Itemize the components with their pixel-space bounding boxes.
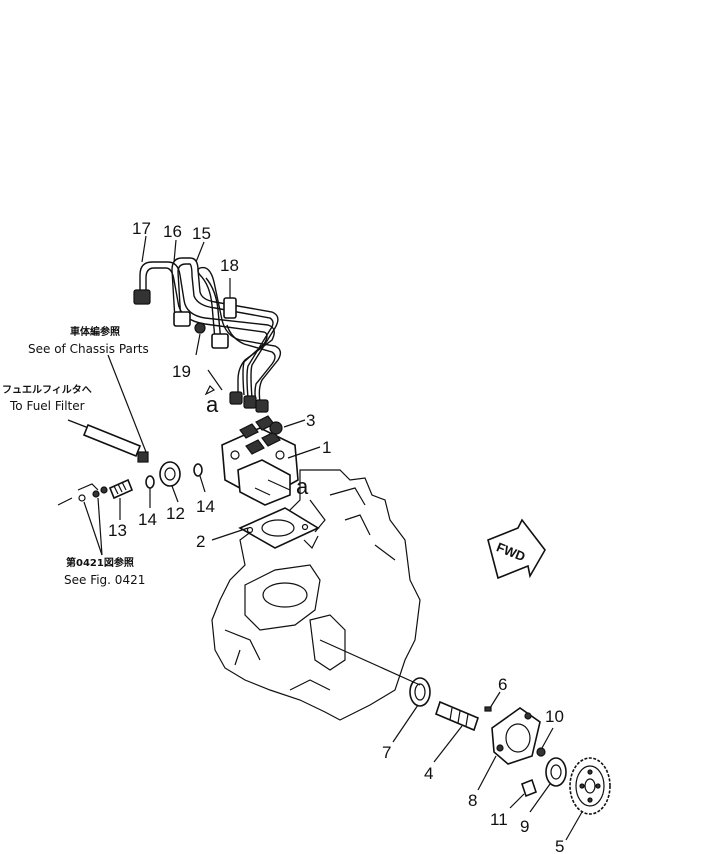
note-fuel-en: To Fuel Filter <box>9 399 85 413</box>
bolt-part-13 <box>108 478 134 500</box>
clamp-part-18 <box>223 297 237 319</box>
callout-19: 19 <box>172 362 191 381</box>
ref-a-bottom: a <box>296 474 309 499</box>
injection-pump-part-1 <box>221 415 299 506</box>
shaft-part-4 <box>435 700 479 732</box>
reference-notes: 車体編参照 See of Chassis Parts フュエルフィルタへ To … <box>2 325 149 587</box>
ref-a-top: a <box>206 392 219 417</box>
callout-14-left: 14 <box>138 510 157 529</box>
callout-12: 12 <box>166 504 185 523</box>
callout-5: 5 <box>555 837 564 854</box>
note-fuel-jp: フュエルフィルタへ <box>2 384 92 396</box>
bolt-part-10 <box>536 747 546 757</box>
bearing-holder-part-8 <box>491 707 541 765</box>
callout-numbers: 17 16 15 18 19 a 3 1 a 2 14 12 14 13 6 1… <box>108 219 564 854</box>
callout-11: 11 <box>490 810 508 829</box>
callout-18: 18 <box>220 256 239 275</box>
washer-part-14-left <box>145 475 155 489</box>
gear-part-5 <box>569 757 611 815</box>
callout-13: 13 <box>108 521 127 540</box>
callout-3: 3 <box>306 411 315 430</box>
callout-1: 1 <box>322 438 331 457</box>
fuel-injection-pipes <box>133 257 282 413</box>
note-fig-en: See Fig. 0421 <box>64 573 145 587</box>
note-fig-jp: 第0421図参照 <box>66 556 134 569</box>
nut-part-3 <box>269 421 283 435</box>
key-part-6 <box>484 706 492 712</box>
bolt-part-11 <box>521 778 537 798</box>
callout-17: 17 <box>132 219 151 238</box>
banjo-part-12 <box>159 461 181 487</box>
washer-part-14-right <box>193 463 203 477</box>
collar-part-9 <box>545 757 567 787</box>
forward-direction-arrow: FWD <box>487 518 546 580</box>
callout-16: 16 <box>163 222 182 241</box>
callout-10: 10 <box>545 707 564 726</box>
callout-4: 4 <box>424 764 433 783</box>
note-chassis-en: See of Chassis Parts <box>28 342 149 356</box>
callout-15: 15 <box>192 224 211 243</box>
fitting-parts-fig-0421 <box>57 483 108 506</box>
callout-14-right: 14 <box>196 497 215 516</box>
bolt-part-19 <box>194 322 206 334</box>
callout-8: 8 <box>468 791 477 810</box>
callout-7: 7 <box>382 743 391 762</box>
callout-9: 9 <box>520 817 529 836</box>
engine-block <box>211 469 421 721</box>
bearing-part-7 <box>409 677 431 707</box>
callout-2: 2 <box>196 532 205 551</box>
callout-6: 6 <box>498 675 507 694</box>
note-chassis-jp: 車体編参照 <box>70 325 120 338</box>
fuel-line-to-filter <box>67 419 149 463</box>
leader-lines <box>83 235 583 841</box>
